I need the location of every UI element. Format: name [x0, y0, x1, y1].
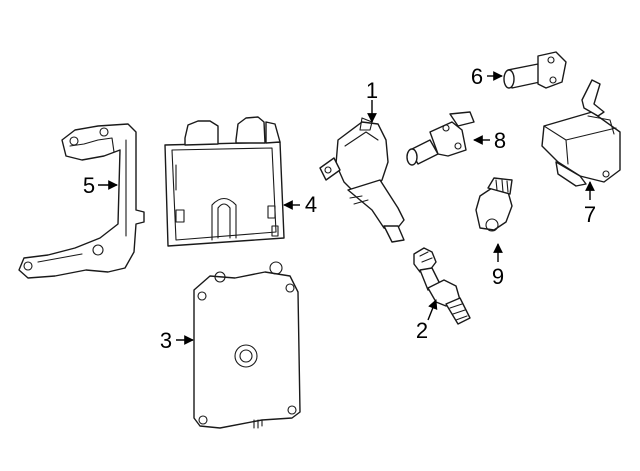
callout-labels: 1 2 3 4 5 6 7 8 9 — [83, 64, 596, 353]
callout-4[interactable]: 4 — [305, 192, 317, 217]
callout-1[interactable]: 1 — [366, 78, 378, 103]
module-7-part[interactable] — [541, 79, 621, 187]
spark-plug-part[interactable] — [413, 247, 471, 325]
control-module-part[interactable] — [193, 261, 301, 429]
callout-6[interactable]: 6 — [471, 64, 483, 89]
callout-9[interactable]: 9 — [492, 264, 504, 289]
bracket-part[interactable] — [18, 123, 145, 279]
engine-control-module-part[interactable] — [164, 116, 285, 247]
leader-2 — [427, 299, 438, 321]
callout-2[interactable]: 2 — [416, 318, 428, 343]
callout-7[interactable]: 7 — [584, 202, 596, 227]
callout-8[interactable]: 8 — [494, 128, 506, 153]
sensor-6-part[interactable] — [503, 51, 567, 89]
knock-sensor-part[interactable] — [475, 177, 513, 232]
sensor-8-part[interactable] — [406, 111, 475, 166]
ignition-coil-part[interactable] — [319, 117, 405, 243]
leader-lines — [98, 71, 595, 345]
callout-3[interactable]: 3 — [160, 328, 172, 353]
callout-5[interactable]: 5 — [83, 173, 95, 198]
